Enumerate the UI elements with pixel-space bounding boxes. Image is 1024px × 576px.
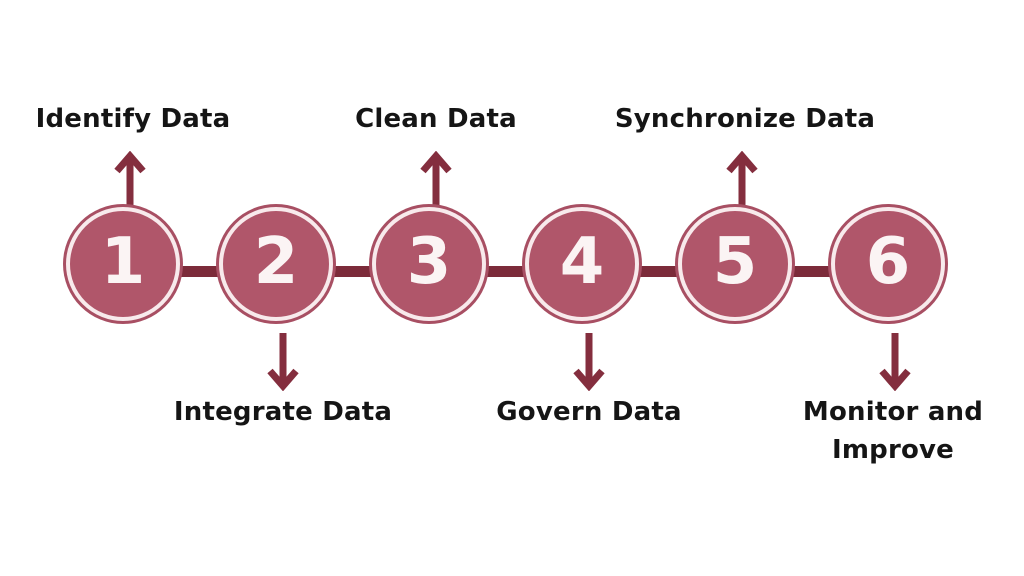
- step-label-clean-data: Clean Data: [355, 104, 517, 134]
- connector-line: [130, 266, 895, 277]
- step-number: 2: [253, 225, 299, 299]
- step-circle-1: 1: [66, 207, 180, 321]
- step-number: 6: [865, 225, 911, 299]
- step-label-govern-data: Govern Data: [496, 397, 682, 427]
- step-number: 3: [406, 225, 452, 299]
- step-circle-3: 3: [372, 207, 486, 321]
- arrow-down-icon: [266, 331, 300, 391]
- step-label-synchronize-data: Synchronize Data: [614, 104, 876, 134]
- step-circle-5: 5: [678, 207, 792, 321]
- step-label-monitor-and-improve: Monitor and Improve: [802, 397, 984, 465]
- step-circle-6: 6: [831, 207, 945, 321]
- step-label-identify-data: Identify Data: [35, 104, 231, 134]
- arrow-up-icon: [725, 151, 759, 211]
- step-circle-4: 4: [525, 207, 639, 321]
- arrow-up-icon: [419, 151, 453, 211]
- arrow-down-icon: [572, 331, 606, 391]
- step-number: 4: [559, 225, 605, 299]
- step-number: 1: [100, 225, 146, 299]
- step-label-integrate-data: Integrate Data: [173, 397, 393, 427]
- arrow-down-icon: [878, 331, 912, 391]
- step-number: 5: [712, 225, 758, 299]
- step-circle-2: 2: [219, 207, 333, 321]
- arrow-up-icon: [113, 151, 147, 211]
